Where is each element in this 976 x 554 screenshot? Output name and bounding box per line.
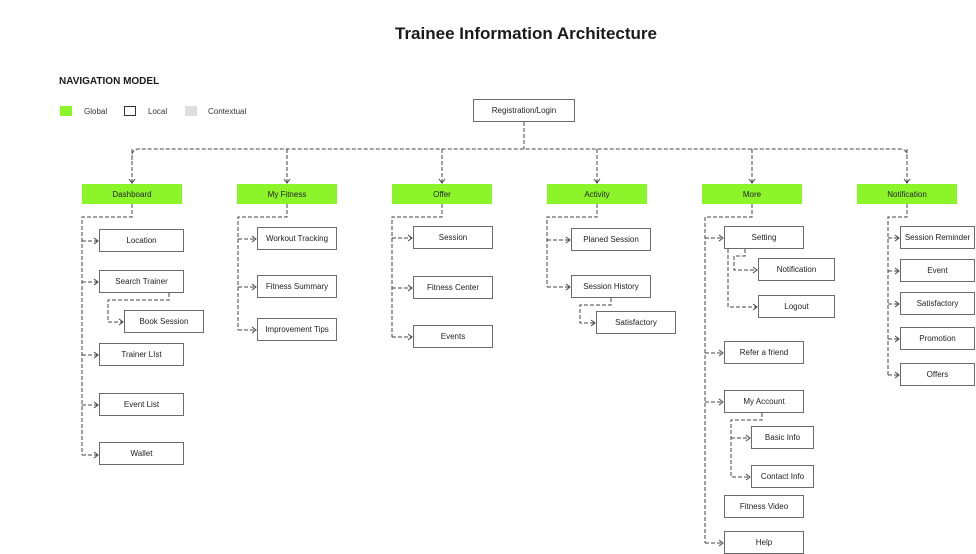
fitness-center-node[interactable]: Fitness Center bbox=[413, 276, 493, 299]
legend-global-swatch bbox=[60, 106, 72, 116]
arrow-head bbox=[894, 371, 900, 379]
contact-info-node[interactable]: Contact Info bbox=[751, 465, 814, 488]
notification-spine bbox=[887, 204, 908, 375]
logout-sub-connector bbox=[727, 249, 757, 308]
arrow-head bbox=[718, 398, 724, 406]
arrow-head bbox=[718, 539, 724, 547]
activity-satisfactory-node[interactable]: Satisfactory bbox=[596, 311, 676, 334]
trainer-list-node[interactable]: Trainer LIst bbox=[99, 343, 184, 366]
arrow-head bbox=[93, 237, 99, 245]
session-node[interactable]: Session bbox=[413, 226, 493, 249]
my-account-node[interactable]: My Account bbox=[724, 390, 804, 413]
arrow-head bbox=[251, 283, 257, 291]
activity-node[interactable]: Activity bbox=[547, 184, 647, 204]
arrow-head bbox=[752, 303, 758, 311]
arrow-head bbox=[752, 266, 758, 274]
arrow-head bbox=[745, 473, 751, 481]
arrow-head bbox=[718, 234, 724, 242]
session-history-node[interactable]: Session History bbox=[571, 275, 651, 298]
event-list-node[interactable]: Event List bbox=[99, 393, 184, 416]
arrow-head bbox=[894, 234, 900, 242]
arrow-head bbox=[565, 283, 571, 291]
offers-node[interactable]: Offers bbox=[900, 363, 975, 386]
arrow-head bbox=[251, 326, 257, 334]
activity-satisfactory-connector bbox=[579, 298, 612, 324]
arrow-head bbox=[718, 349, 724, 357]
arrow-head bbox=[93, 401, 99, 409]
arrow-head bbox=[745, 434, 751, 442]
section-arrow-head bbox=[593, 178, 601, 184]
arrow-head bbox=[590, 319, 596, 327]
location-node[interactable]: Location bbox=[99, 229, 184, 252]
offer-spine bbox=[391, 204, 443, 337]
account-sub-connector bbox=[730, 413, 763, 478]
activity-spine bbox=[546, 204, 598, 287]
help-node[interactable]: Help bbox=[724, 531, 804, 554]
arrow-head bbox=[93, 278, 99, 286]
wallet-node[interactable]: Wallet bbox=[99, 442, 184, 465]
arrow-head bbox=[894, 300, 900, 308]
promotion-node[interactable]: Promotion bbox=[900, 327, 975, 350]
arrow-head bbox=[407, 284, 413, 292]
basic-info-node[interactable]: Basic Info bbox=[751, 426, 814, 449]
arrow-head bbox=[407, 333, 413, 341]
section-arrow-head bbox=[283, 178, 291, 184]
event-node[interactable]: Event bbox=[900, 259, 975, 282]
legend-local-swatch bbox=[124, 106, 136, 116]
legend-contextual-label: Contextual bbox=[208, 107, 247, 116]
legend-local-label: Local bbox=[148, 107, 168, 116]
section-arrow-head bbox=[903, 178, 911, 184]
fitness-video-node[interactable]: Fitness Video bbox=[724, 495, 804, 518]
diagram-title: Trainee Information Architecture bbox=[395, 24, 657, 43]
search-trainer-node[interactable]: Search Trainer bbox=[99, 270, 184, 293]
arrow-head bbox=[407, 234, 413, 242]
book-session-connector bbox=[107, 293, 170, 323]
satisfactory-node[interactable]: Satisfactory bbox=[900, 292, 975, 315]
registration-login-node[interactable]: Registration/Login bbox=[473, 99, 575, 122]
book-session-node[interactable]: Book Session bbox=[124, 310, 204, 333]
workout-tracking-node[interactable]: Workout Tracking bbox=[257, 227, 337, 250]
section-arrow-head bbox=[748, 178, 756, 184]
arrow-head bbox=[93, 451, 99, 459]
refer-a-friend-node[interactable]: Refer a friend bbox=[724, 341, 804, 364]
arrow-head bbox=[93, 351, 99, 359]
arrow-head bbox=[251, 235, 257, 243]
section-bus bbox=[131, 148, 908, 160]
legend-global-label: Global bbox=[84, 107, 108, 116]
more-node[interactable]: More bbox=[702, 184, 802, 204]
section-arrow-head bbox=[128, 178, 136, 184]
arrow-head bbox=[894, 335, 900, 343]
fitness-summary-node[interactable]: Fitness Summary bbox=[257, 275, 337, 298]
section-arrow-head bbox=[438, 178, 446, 184]
setting-node[interactable]: Setting bbox=[724, 226, 804, 249]
notification-sub-connector bbox=[733, 249, 757, 271]
session-reminder-node[interactable]: Session Reminder bbox=[900, 226, 975, 249]
my-fitness-node[interactable]: My Fitness bbox=[237, 184, 337, 204]
arrow-head bbox=[118, 318, 124, 326]
dashboard-spine bbox=[81, 204, 133, 455]
legend-contextual-swatch bbox=[185, 106, 197, 116]
dashboard-node[interactable]: Dashboard bbox=[82, 184, 182, 204]
arrow-head bbox=[565, 236, 571, 244]
improvement-tips-node[interactable]: Improvement Tips bbox=[257, 318, 337, 341]
navigation-model-heading: NAVIGATION MODEL bbox=[59, 76, 160, 87]
events-node[interactable]: Events bbox=[413, 325, 493, 348]
my-fitness-spine bbox=[237, 204, 288, 330]
planed-session-node[interactable]: Planed Session bbox=[571, 228, 651, 251]
offer-node[interactable]: Offer bbox=[392, 184, 492, 204]
arrow-head bbox=[894, 267, 900, 275]
more-notification-node[interactable]: Notification bbox=[758, 258, 835, 281]
more-spine bbox=[704, 204, 753, 543]
logout-node[interactable]: Logout bbox=[758, 295, 835, 318]
notification-node[interactable]: Notification bbox=[857, 184, 957, 204]
